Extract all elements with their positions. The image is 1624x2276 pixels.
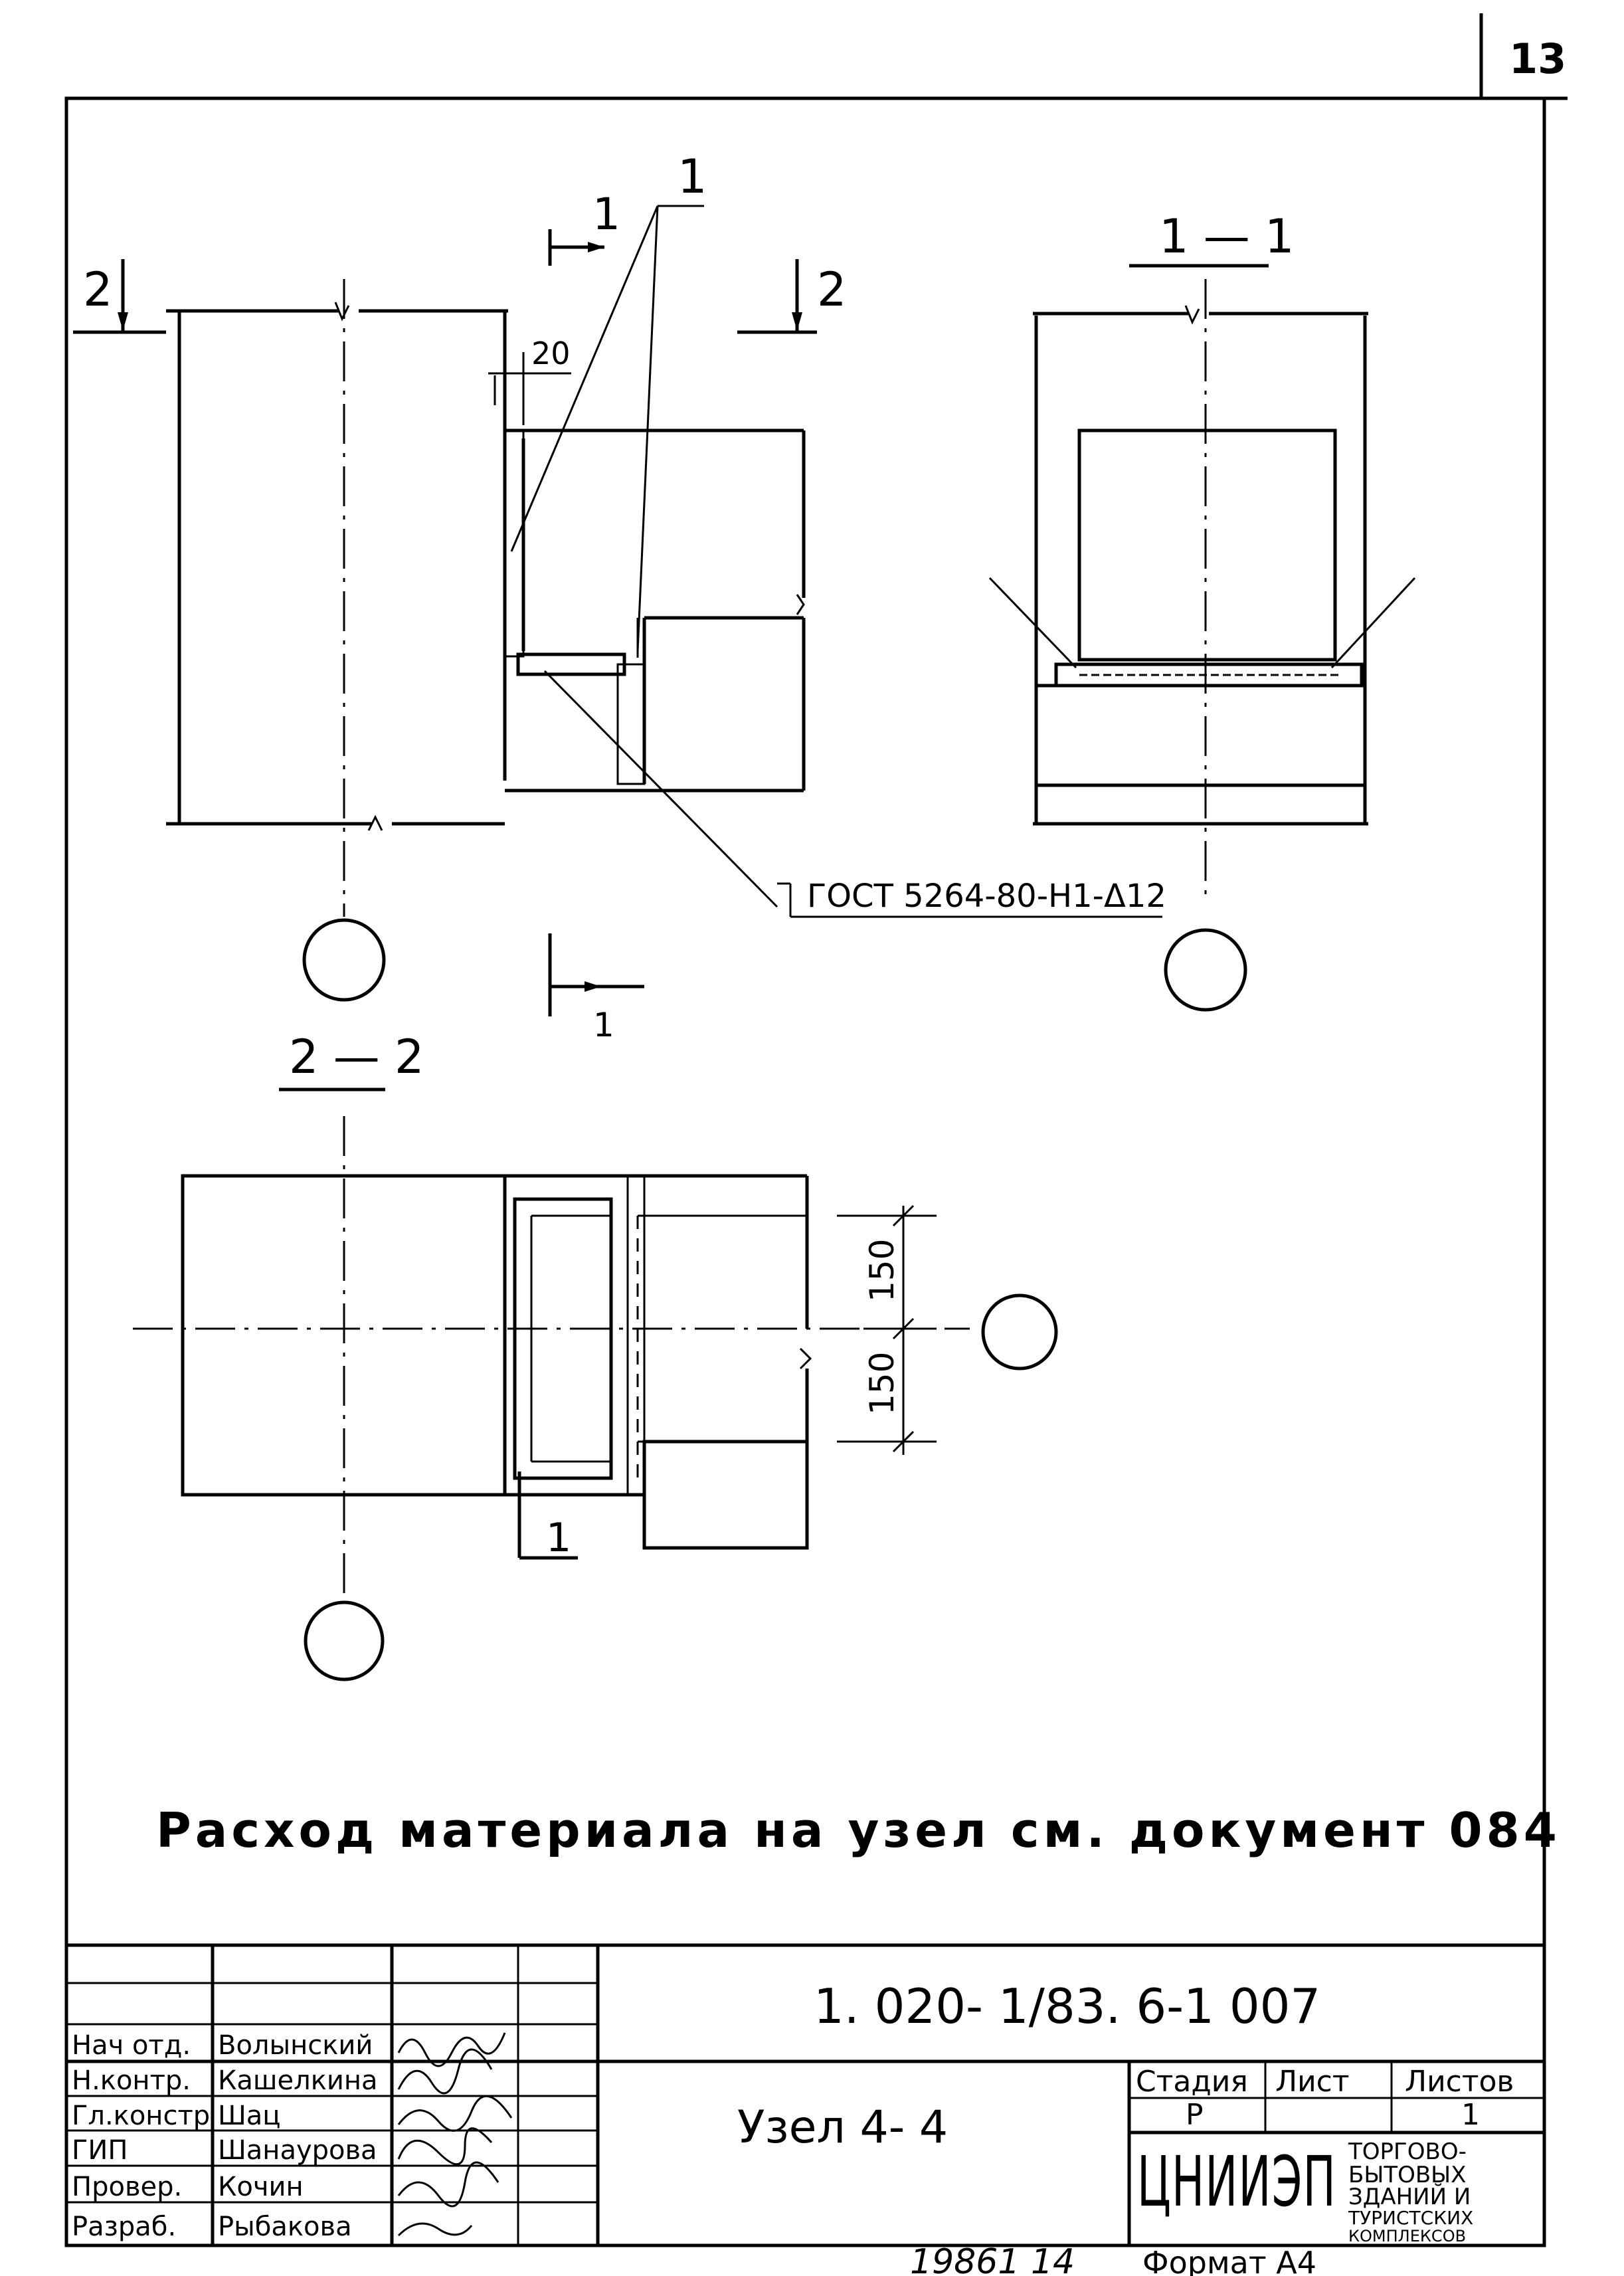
org-text-5: КОМПЛЕКСОВ	[1348, 2227, 1466, 2245]
document-code: 1. 020- 1/83. 6-1 007	[814, 1978, 1320, 2034]
leader-1-label: 1	[677, 149, 707, 204]
staff-name: Кочин	[218, 2172, 304, 2202]
section-1-1: 1 — 1	[988, 209, 1416, 1012]
section-2-2-title: 2 — 2	[289, 1030, 424, 1084]
sheets-header: Листов	[1405, 2065, 1514, 2099]
section-1-1-title: 1 — 1	[1159, 209, 1295, 264]
cut-2-left-label: 2	[83, 262, 113, 317]
sheet-number: 13	[1509, 35, 1566, 83]
org-text-3: ЗДАНИЙ И	[1348, 2183, 1471, 2210]
cut-1-bottom-label: 1	[593, 1006, 614, 1044]
cut-1-top-label: 1	[592, 189, 620, 240]
staff-role: Нач отд.	[72, 2030, 191, 2061]
node-title: Узел 4- 4	[737, 2101, 948, 2154]
staff-table: Нач отд. Волынский Н.контр. Кашелкина Гл…	[72, 2030, 378, 2242]
stage-header: Стадия	[1136, 2065, 1248, 2099]
staff-name: Кашелкина	[218, 2065, 378, 2096]
cut-2-right-label: 2	[817, 262, 847, 317]
dim-150-bottom: 150	[863, 1352, 901, 1415]
staff-name: Шац	[218, 2101, 281, 2131]
staff-role: ГИП	[72, 2135, 128, 2166]
title-block	[66, 1943, 1544, 2245]
staff-name: Рыбакова	[218, 2212, 352, 2242]
section-2-2-cut-label: 1	[546, 1515, 571, 1561]
stage-value: Р	[1186, 2098, 1204, 2132]
staff-role: Провер.	[72, 2172, 182, 2202]
staff-role: Н.контр.	[72, 2065, 191, 2096]
staff-role: Разраб.	[72, 2212, 176, 2242]
section-2-2: 2 — 2 150 150	[133, 1030, 1058, 1681]
dim-150-top: 150	[863, 1239, 901, 1302]
sheet-header: Лист	[1275, 2065, 1350, 2099]
org-logo: ЦНИИЭП	[1137, 2141, 1336, 2222]
sheets-value: 1	[1461, 2098, 1480, 2132]
org-text-1: ТОРГОВО-	[1348, 2138, 1467, 2165]
staff-name: Волынский	[218, 2030, 373, 2061]
staff-name: Шанаурова	[218, 2135, 377, 2166]
signatures	[397, 2032, 513, 2237]
org-text-2: БЫТОВЫХ	[1348, 2162, 1466, 2188]
org-text-4: ТУРИСТСКИХ	[1348, 2207, 1473, 2229]
main-view: 20 1 1 2 2 1 ГОСТ 5264-80-Н1-Δ12	[73, 149, 1166, 1044]
format-label: Формат А4	[1142, 2245, 1316, 2276]
material-note: Расход материала на узел см. документ 08…	[156, 1802, 1561, 1858]
gost-label: ГОСТ 5264-80-Н1-Δ12	[807, 878, 1166, 915]
inventory-number: 19861 14	[910, 2242, 1075, 2276]
staff-role: Гл.констр	[72, 2101, 210, 2131]
sheet-frame	[64, 13, 1568, 2247]
dim-20-label: 20	[531, 335, 571, 371]
